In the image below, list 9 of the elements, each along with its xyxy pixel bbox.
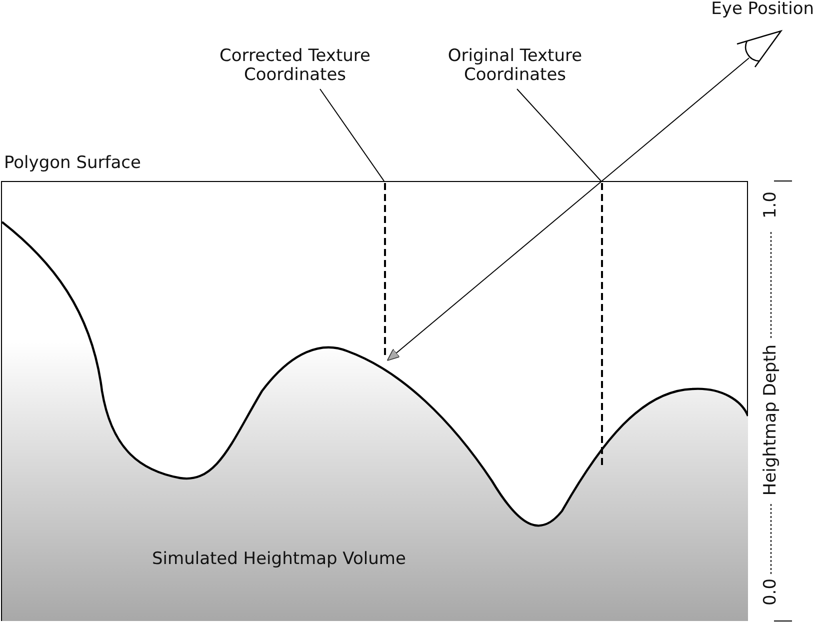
sight-ray-arrow [386, 58, 750, 362]
surface-label: Polygon Surface [4, 154, 141, 173]
volume-label: Simulated Heightmap Volume [152, 550, 406, 569]
callout-label: Original Texture Coordinates [425, 47, 605, 87]
scale-value: 0.0 [762, 578, 780, 606]
axis-title: Heightmap Depth [762, 344, 780, 496]
scale-value: 1.0 [762, 191, 780, 219]
callout-label: Corrected Texture Coordinates [205, 47, 385, 87]
eye-label: Eye Position [711, 0, 814, 19]
